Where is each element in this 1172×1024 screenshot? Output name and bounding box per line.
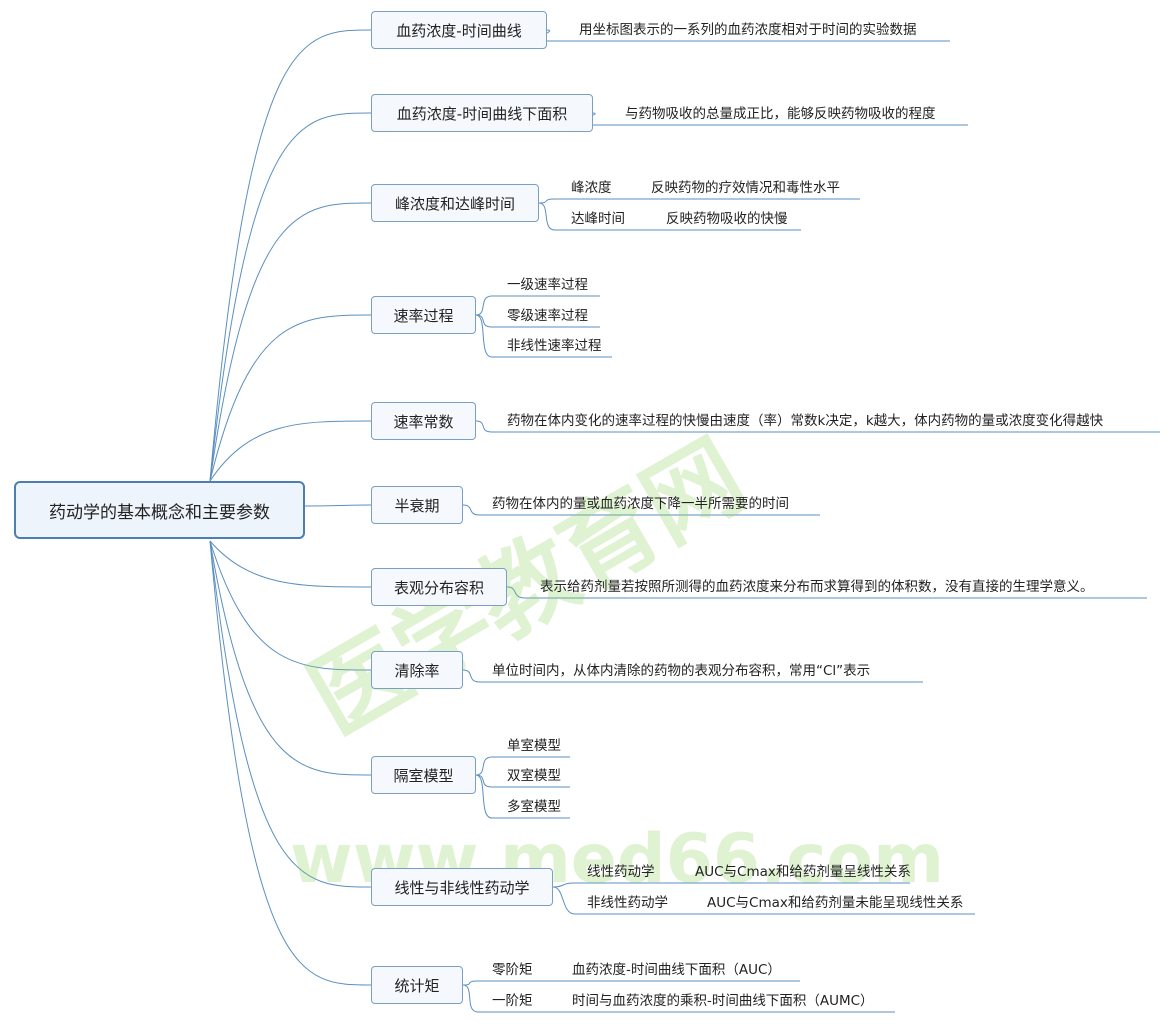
leaf-connector bbox=[475, 314, 612, 358]
leaf-label: 非线性药动学 bbox=[587, 895, 668, 911]
leaf-connector bbox=[462, 984, 895, 1013]
leaf-text: 非线性速率过程 bbox=[507, 338, 602, 354]
leaf-label: 达峰时间 bbox=[571, 211, 625, 227]
topic-node[interactable]: 血药浓度-时间曲线 bbox=[371, 11, 547, 49]
root-topic[interactable]: 药动学的基本概念和主要参数 bbox=[14, 481, 305, 539]
leaf-connector bbox=[506, 586, 1147, 599]
root-connector bbox=[209, 420, 372, 482]
leaf-connector bbox=[475, 756, 570, 776]
topic-node[interactable]: 半衰期 bbox=[371, 486, 463, 524]
leaf-connector bbox=[462, 669, 923, 683]
leaf-text: 反映药物吸收的快慢 bbox=[666, 211, 788, 227]
topic-node[interactable]: 表观分布容积 bbox=[371, 568, 507, 606]
leaf-text: 血药浓度-时间曲线下面积（AUC） bbox=[572, 962, 781, 978]
root-connector bbox=[209, 540, 372, 588]
leaf-text: 反映药物的疗效情况和毒性水平 bbox=[651, 180, 840, 196]
leaf-connector bbox=[462, 504, 820, 516]
root-connector bbox=[209, 540, 372, 776]
leaf-text: AUC与Cmax和给药剂量呈线性关系 bbox=[695, 864, 911, 880]
root-connector bbox=[209, 112, 372, 482]
leaf-connector bbox=[538, 198, 860, 204]
leaf-text: 与药物吸收的总量成正比，能够反映药物吸收的程度 bbox=[625, 106, 936, 122]
root-connector bbox=[304, 504, 372, 507]
leaf-text: AUC与Cmax和给药剂量未能呈现线性关系 bbox=[707, 895, 964, 911]
topic-node[interactable]: 血药浓度-时间曲线下面积 bbox=[371, 94, 593, 132]
leaf-label: 线性药动学 bbox=[587, 864, 655, 880]
leaf-connector bbox=[538, 202, 801, 231]
root-connector bbox=[209, 540, 372, 986]
leaf-text: 多室模型 bbox=[507, 799, 561, 815]
leaf-connector bbox=[475, 295, 600, 316]
leaf-text: 一级速率过程 bbox=[507, 277, 588, 293]
leaf-connector bbox=[475, 314, 600, 328]
root-connector bbox=[209, 202, 372, 482]
leaf-connector bbox=[475, 774, 570, 788]
topic-node[interactable]: 清除率 bbox=[371, 651, 463, 689]
root-connector bbox=[209, 540, 372, 888]
leaf-text: 药物在体内变化的速率过程的快慢由速度（率）常数k决定，k越大，体内药物的量或浓度… bbox=[507, 413, 1104, 429]
leaf-connector bbox=[475, 774, 570, 819]
leaf-text: 双室模型 bbox=[507, 768, 561, 784]
leaf-connector bbox=[475, 420, 1160, 433]
leaf-label: 峰浓度 bbox=[571, 180, 612, 196]
topic-node[interactable]: 速率常数 bbox=[371, 402, 476, 440]
root-connector bbox=[209, 29, 372, 482]
topic-node[interactable]: 速率过程 bbox=[371, 296, 476, 334]
topic-node[interactable]: 线性与非线性药动学 bbox=[371, 868, 553, 906]
leaf-label: 零阶矩 bbox=[492, 962, 533, 978]
topic-node[interactable]: 统计矩 bbox=[371, 966, 463, 1004]
leaf-text: 单位时间内，从体内清除的药物的表观分布容积，常用“Cl”表示 bbox=[492, 663, 871, 679]
leaf-connector bbox=[552, 886, 975, 915]
leaf-text: 零级速率过程 bbox=[507, 308, 588, 324]
topic-node[interactable]: 峰浓度和达峰时间 bbox=[371, 184, 539, 222]
topic-node[interactable]: 隔室模型 bbox=[371, 756, 476, 794]
leaf-text: 表示给药剂量若按照所测得的血药浓度来分布而求算得到的体积数，没有直接的生理学意义… bbox=[540, 579, 1094, 595]
leaf-text: 时间与血药浓度的乘积-时间曲线下面积（AUMC） bbox=[572, 993, 874, 1009]
leaf-text: 用坐标图表示的一系列的血药浓度相对于时间的实验数据 bbox=[579, 22, 917, 38]
root-connector bbox=[209, 314, 372, 482]
leaf-text: 单室模型 bbox=[507, 738, 561, 754]
leaf-text: 药物在体内的量或血药浓度下降一半所需要的时间 bbox=[492, 496, 789, 512]
root-connector bbox=[209, 540, 372, 671]
leaf-label: 一阶矩 bbox=[492, 993, 533, 1009]
leaf-connector bbox=[552, 882, 910, 888]
leaf-connector bbox=[462, 980, 800, 986]
